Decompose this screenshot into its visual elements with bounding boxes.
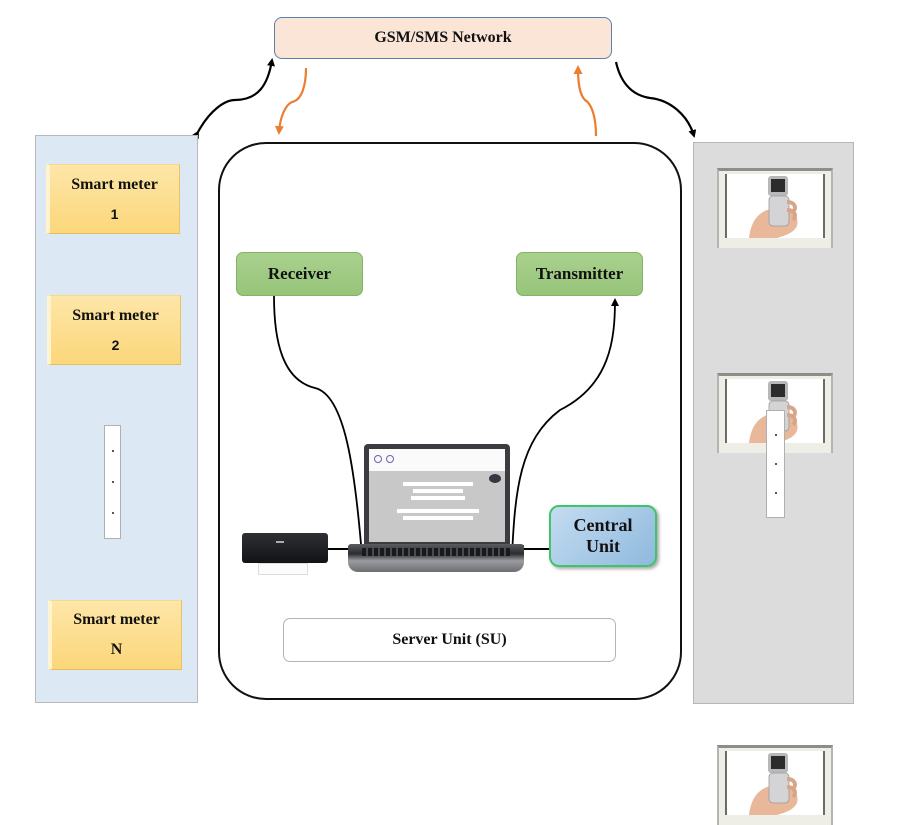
smart-meter-1: Smart meter 1 bbox=[46, 164, 180, 234]
central-unit-label-line1: Central bbox=[573, 515, 633, 536]
hand-phone-icon bbox=[749, 753, 798, 815]
server-unit-label: Server Unit (SU) bbox=[392, 631, 507, 648]
hand-phone-icon bbox=[749, 176, 798, 238]
gsm-sms-network-box: GSM/SMS Network bbox=[274, 17, 612, 59]
ellipsis-dot bbox=[774, 434, 777, 437]
central-unit-box: Central Unit bbox=[549, 505, 657, 567]
meters-ellipsis bbox=[104, 425, 121, 539]
smart-meter-label: Smart meter bbox=[72, 307, 159, 324]
smart-meter-index: 2 bbox=[111, 337, 120, 353]
server-unit-label-box: Server Unit (SU) bbox=[283, 618, 616, 662]
smart-meter-n: Smart meter N bbox=[48, 600, 182, 670]
smart-meter-label: Smart meter bbox=[71, 176, 158, 193]
smart-meter-index: 1 bbox=[110, 206, 119, 222]
smart-meter-2: Smart meter 2 bbox=[47, 295, 181, 365]
receiver-label: Receiver bbox=[267, 264, 332, 283]
transmitter-box: Transmitter bbox=[516, 252, 643, 296]
ellipsis-dot bbox=[774, 462, 777, 465]
laptop-screen bbox=[369, 449, 505, 542]
receiver-box: Receiver bbox=[236, 252, 363, 296]
ellipsis-dot bbox=[111, 480, 114, 483]
sms-uplink-arrow bbox=[573, 65, 598, 137]
gsm-sms-network-label: GSM/SMS Network bbox=[374, 29, 512, 46]
meters-network-link bbox=[191, 58, 275, 140]
laptop-icon bbox=[348, 444, 524, 572]
ellipsis-dot bbox=[774, 491, 777, 494]
mobile-phone-1 bbox=[717, 168, 833, 248]
laptop-lid bbox=[364, 444, 510, 547]
mobile-phone-n bbox=[717, 745, 833, 825]
server-unit-container bbox=[218, 142, 682, 700]
printer-icon bbox=[242, 533, 328, 579]
smart-meter-label: Smart meter bbox=[73, 611, 160, 628]
transmitter-label: Transmitter bbox=[535, 264, 624, 283]
ellipsis-dot bbox=[111, 511, 114, 514]
smart-meter-index: N bbox=[110, 641, 123, 658]
ellipsis-dot bbox=[111, 450, 114, 453]
phones-ellipsis bbox=[766, 410, 785, 518]
sms-downlink-arrow bbox=[274, 67, 308, 135]
central-unit-label-line2: Unit bbox=[585, 536, 620, 556]
laptop-base bbox=[348, 544, 524, 572]
network-phones-link bbox=[614, 61, 697, 138]
